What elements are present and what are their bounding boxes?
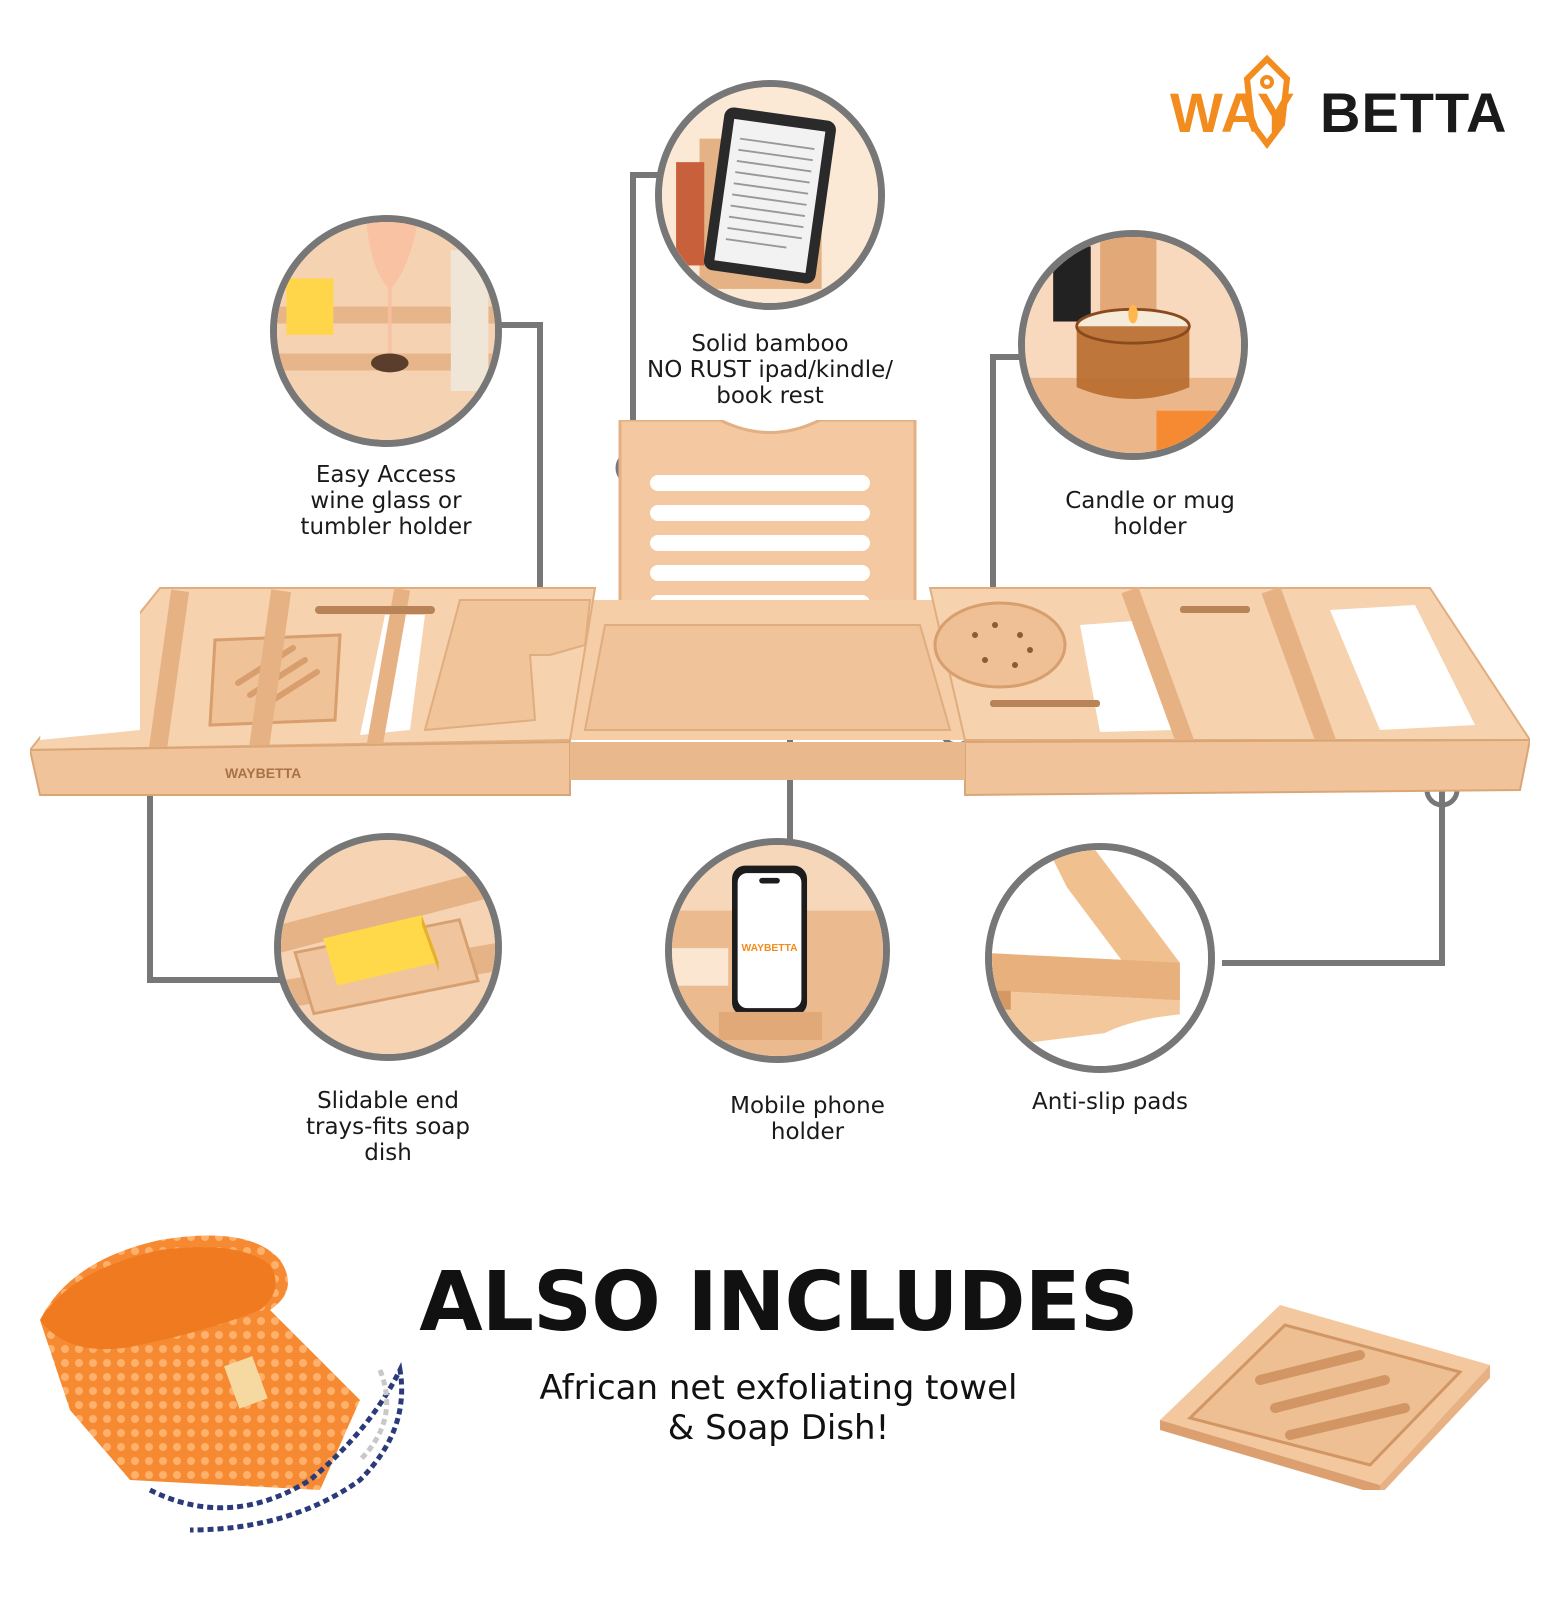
book-connector (630, 172, 660, 468)
bamboo-bath-tray: WAYBETTA (30, 420, 1530, 797)
wine-holder-photo (270, 215, 502, 447)
also-includes-headline: ALSO INCLUDES (419, 1255, 1138, 1350)
anti-slip-photo (985, 843, 1215, 1073)
extras-description: African net exfoliating towel & Soap Dis… (539, 1368, 1018, 1448)
book-rest-panel (618, 420, 917, 632)
book-rest-label: Solid bamboo NO RUST ipad/kindle/ book r… (646, 331, 893, 409)
soap-trays-label: Slidable end trays-fits soap dish (305, 1088, 470, 1166)
logo-suffix: BETTA (1320, 81, 1508, 144)
book-rest-photo (655, 80, 885, 310)
wine-holder-label: Easy Access wine glass or tumbler holder (300, 462, 472, 540)
soap-connector (147, 743, 280, 983)
anti-slip-label: Anti-slip pads (1032, 1089, 1188, 1115)
candle-holder-photo (1018, 230, 1248, 460)
logo-prefix: WAY (1170, 81, 1296, 144)
wine-connector (493, 322, 543, 642)
brand-logo: WAY BETTA (1170, 54, 1510, 152)
candle-holder-label: Candle or mug holder (1065, 488, 1235, 540)
antislip-connector (1222, 790, 1445, 966)
tray-engraved-logo: WAYBETTA (225, 765, 301, 781)
phone-screen-logo: WAYBETTA (741, 943, 798, 954)
soap-dish-image (1160, 1305, 1490, 1490)
phone-holder-label: Mobile phone holder (730, 1093, 885, 1145)
soap-tray-photo (274, 833, 502, 1061)
exfoliating-towel-image (40, 1235, 405, 1533)
phone-holder-photo: WAYBETTA (665, 838, 890, 1063)
price-tag-icon (1243, 54, 1291, 149)
